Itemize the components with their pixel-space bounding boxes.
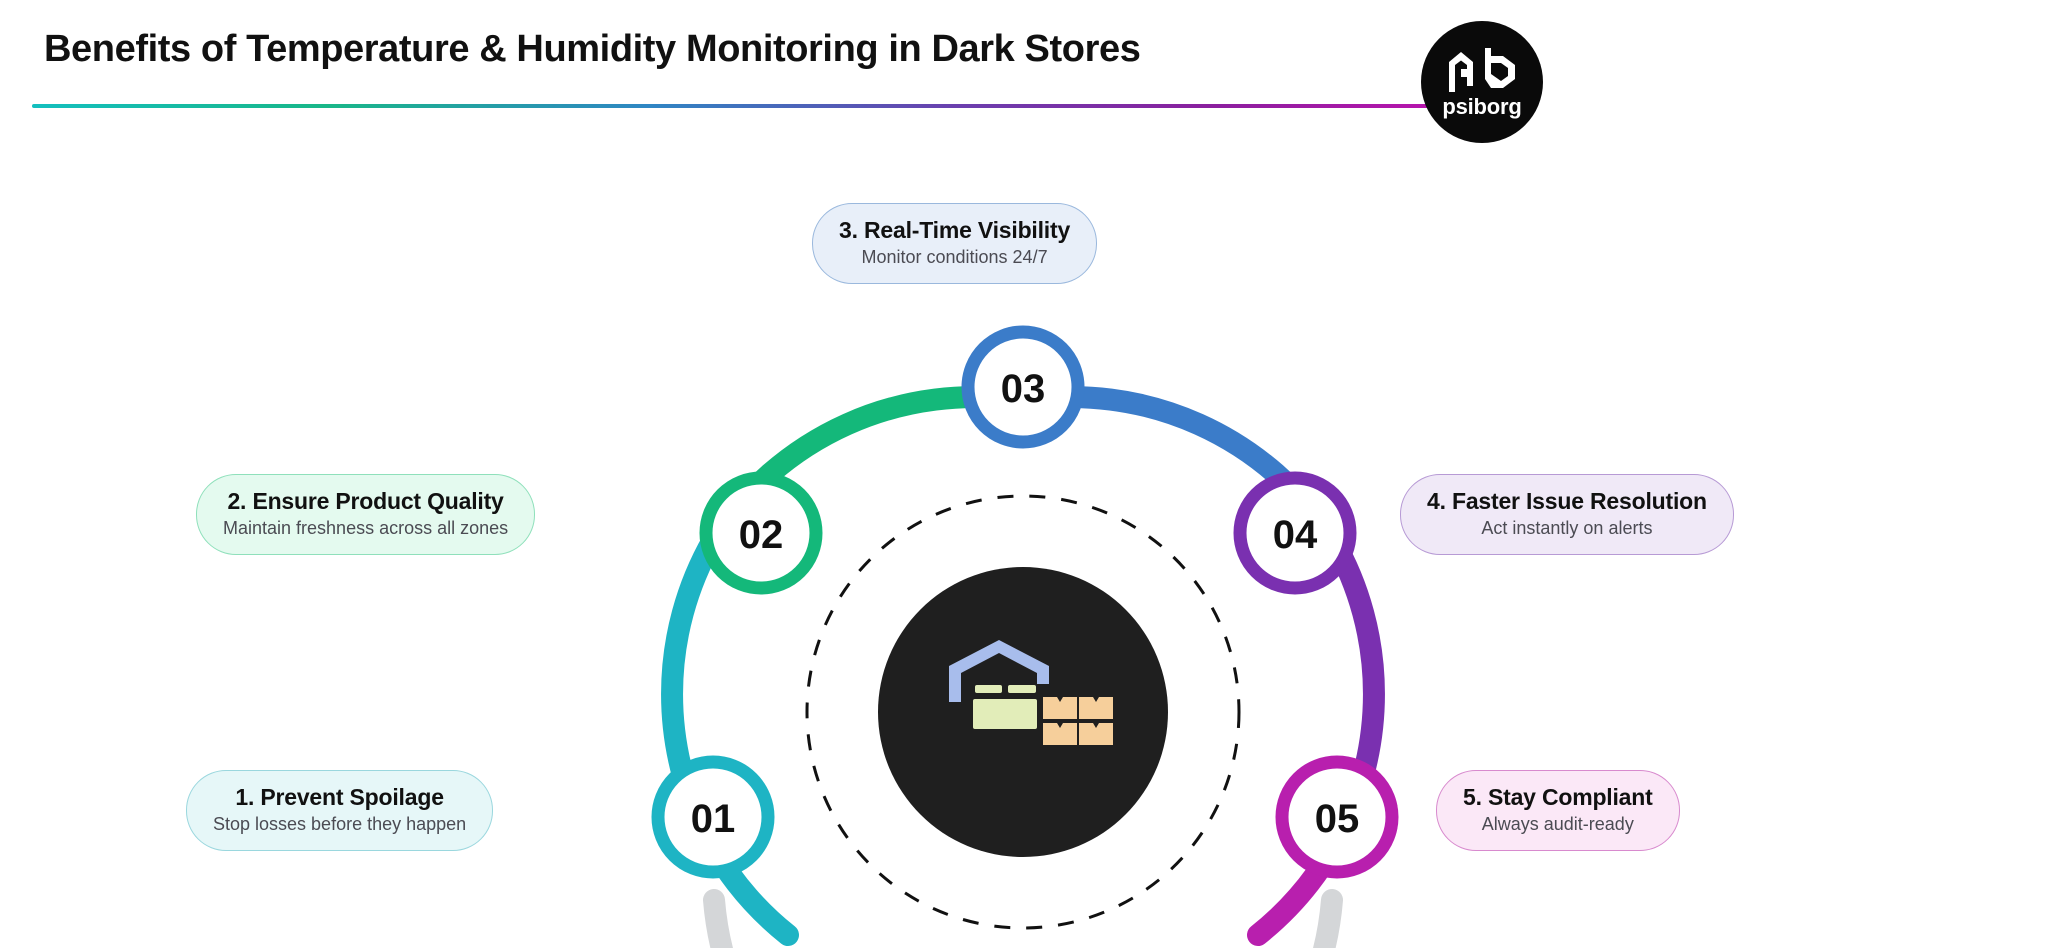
arc-incomplete <box>703 889 1343 948</box>
node-01[interactable]: 01 <box>651 755 775 879</box>
benefit-card-3[interactable]: 3. Real-Time Visibility Monitor conditio… <box>812 203 1098 285</box>
pb-monogram-icon <box>1449 48 1515 92</box>
node-04-number: 04 <box>1273 513 1318 557</box>
benefit-card-5-title: 5. Stay Compliant <box>1463 784 1653 810</box>
warehouse-icon <box>949 640 1113 745</box>
title-gradient-rule <box>32 104 1502 108</box>
benefit-card-1-title: 1. Prevent Spoilage <box>235 784 444 810</box>
benefit-card-1-subtitle: Stop losses before they happen <box>213 814 467 835</box>
logo-wordmark: psiborg <box>1442 94 1522 119</box>
benefit-card-4-title: 4. Faster Issue Resolution <box>1427 488 1707 514</box>
benefit-card-4[interactable]: 4. Faster Issue Resolution Act instantly… <box>1400 474 1734 556</box>
psiborg-logo: psiborg <box>1421 21 1543 143</box>
node-03-number: 03 <box>1001 367 1046 411</box>
benefit-card-2-subtitle: Maintain freshness across all zones <box>223 518 509 539</box>
benefit-card-4-subtitle: Act instantly on alerts <box>1481 518 1653 539</box>
benefit-card-1[interactable]: 1. Prevent Spoilage Stop losses before t… <box>186 770 494 852</box>
node-05-number: 05 <box>1315 797 1360 841</box>
benefit-card-5[interactable]: 5. Stay Compliant Always audit-ready <box>1436 770 1680 852</box>
node-02[interactable]: 02 <box>699 471 823 595</box>
benefit-card-3-title: 3. Real-Time Visibility <box>839 217 1071 243</box>
node-03[interactable]: 03 <box>961 325 1085 449</box>
node-01-number: 01 <box>691 797 736 841</box>
benefit-card-2[interactable]: 2. Ensure Product Quality Maintain fresh… <box>196 474 536 556</box>
dashed-guide-ring <box>805 494 1241 930</box>
node-04[interactable]: 04 <box>1233 471 1357 595</box>
benefit-card-2-title: 2. Ensure Product Quality <box>227 488 504 514</box>
benefit-card-5-subtitle: Always audit-ready <box>1481 814 1634 835</box>
node-05[interactable]: 05 <box>1275 755 1399 879</box>
page-title: Benefits of Temperature & Humidity Monit… <box>44 28 1141 70</box>
benefit-card-3-subtitle: Monitor conditions 24/7 <box>861 247 1048 268</box>
node-02-number: 02 <box>739 513 784 557</box>
